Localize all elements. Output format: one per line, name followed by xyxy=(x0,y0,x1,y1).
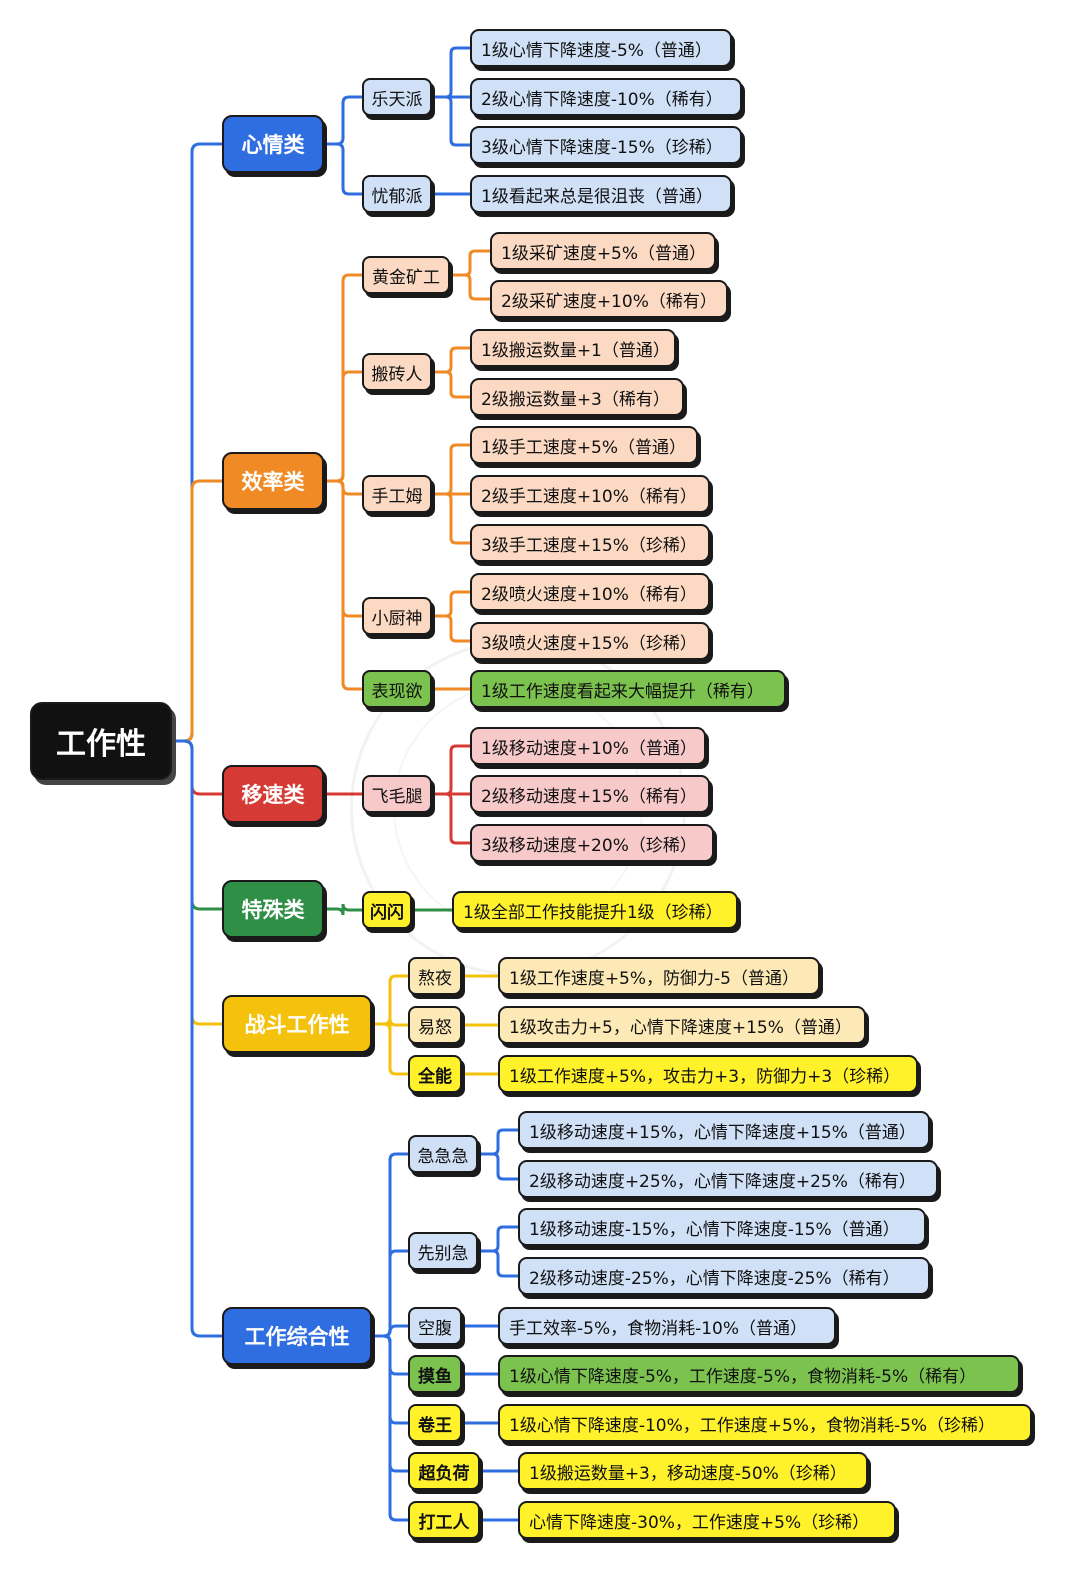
trait-brick-carrier: 搬砖人 xyxy=(362,353,432,391)
trait-overload: 超负荷 xyxy=(408,1452,480,1490)
trait-optimist: 乐天派 xyxy=(362,78,432,116)
connector-line xyxy=(430,492,472,545)
trait-level-item: 1级心情下降速度-5%（普通） xyxy=(470,29,732,67)
trait-level-item: 1级攻击力+5，心情下降速度+15%（普通） xyxy=(498,1006,866,1044)
connector-line xyxy=(322,142,364,196)
connector-line xyxy=(322,479,364,691)
trait-level-item: 1级工作速度+5%，攻击力+3，防御力+3（珍稀） xyxy=(498,1055,918,1093)
trait-little-chef: 小厨神 xyxy=(362,597,432,635)
trait-level-item: 心情下降速度-30%，工作速度+5%（珍稀） xyxy=(518,1501,896,1539)
trait-night-owl: 熬夜 xyxy=(408,957,462,995)
connector-line xyxy=(370,1022,410,1076)
connector-line xyxy=(476,1249,520,1278)
connector-line xyxy=(448,249,492,277)
connector-line xyxy=(322,370,364,483)
trait-level-item: 1级手工速度+5%（普通） xyxy=(470,426,698,464)
trait-level-item: 3级心情下降速度-15%（珍稀） xyxy=(470,126,742,164)
trait-hurry: 急急急 xyxy=(408,1135,478,1173)
trait-worker: 打工人 xyxy=(408,1501,480,1539)
trait-all-round: 全能 xyxy=(408,1055,462,1093)
connector-line xyxy=(430,614,472,643)
connector-line xyxy=(430,443,472,496)
category-combat-work: 战斗工作性 xyxy=(222,995,372,1053)
trait-level-item: 3级移动速度+20%（珍稀） xyxy=(470,824,714,862)
connector-line xyxy=(170,739,224,796)
connector-line xyxy=(170,479,224,743)
trait-melancholic: 忧郁派 xyxy=(362,175,432,213)
category-move-speed: 移速类 xyxy=(222,765,324,823)
trait-show-off: 表现欲 xyxy=(362,670,432,708)
trait-level-item: 2级移动速度-25%，心情下降速度-25%（稀有） xyxy=(518,1257,930,1295)
trait-level-item: 1级移动速度+15%，心情下降速度+15%（普通） xyxy=(518,1111,930,1149)
trait-level-item: 1级心情下降速度-10%，工作速度+5%，食物消耗-5%（珍稀） xyxy=(498,1404,1032,1442)
trait-level-item: 1级搬运数量+1（普通） xyxy=(470,329,676,367)
trait-level-item: 1级看起来总是很沮丧（普通） xyxy=(470,175,732,213)
trait-level-item: 2级移动速度+15%（稀有） xyxy=(470,775,710,813)
connector-line xyxy=(430,46,472,99)
connector-line xyxy=(322,95,364,146)
connector-line xyxy=(448,273,492,301)
trait-irritable: 易怒 xyxy=(408,1006,462,1044)
trait-level-item: 1级移动速度+10%（普通） xyxy=(470,727,706,765)
trait-level-item: 2级采矿速度+10%（稀有） xyxy=(490,280,728,318)
trait-empty-stomach: 空腹 xyxy=(408,1307,462,1345)
trait-level-item: 1级工作速度看起来大幅提升（稀有） xyxy=(470,670,786,708)
trait-level-item: 1级搬运数量+3，移动速度-50%（珍稀） xyxy=(518,1452,868,1490)
trait-level-item: 2级心情下降速度-10%（稀有） xyxy=(470,78,742,116)
connector-line xyxy=(370,1334,410,1522)
connector-line xyxy=(476,1128,520,1156)
trait-level-item: 手工效率-5%，食物消耗-10%（普通） xyxy=(498,1307,836,1345)
trait-slacker: 摸鱼 xyxy=(408,1355,462,1393)
connector-line xyxy=(170,739,224,1338)
connector-line xyxy=(170,739,224,911)
trait-level-item: 2级喷火速度+10%（稀有） xyxy=(470,573,710,611)
connector-line xyxy=(476,1152,520,1181)
trait-level-item: 1级移动速度-15%，心情下降速度-15%（普通） xyxy=(518,1208,926,1246)
trait-sparkle: 闪闪 xyxy=(362,891,412,929)
category-work-general: 工作综合性 xyxy=(222,1307,372,1365)
trait-level-item: 2级移动速度+25%，心情下降速度+25%（稀有） xyxy=(518,1160,938,1198)
connector-line xyxy=(430,346,472,374)
trait-level-item: 3级手工速度+15%（珍稀） xyxy=(470,524,710,562)
trait-handiwork: 手工姆 xyxy=(362,475,432,513)
trait-level-item: 1级全部工作技能提升1级（珍稀） xyxy=(452,891,738,929)
connector-line xyxy=(430,590,472,618)
connector-line xyxy=(170,142,224,743)
trait-level-item: 2级搬运数量+3（稀有） xyxy=(470,378,684,416)
trait-level-item: 1级采矿速度+5%（普通） xyxy=(490,232,716,270)
trait-level-item: 1级工作速度+5%，防御力-5（普通） xyxy=(498,957,820,995)
trait-level-item: 3级喷火速度+15%（珍稀） xyxy=(470,622,710,660)
category-special: 特殊类 xyxy=(222,880,324,938)
connector-line xyxy=(430,370,472,399)
category-mood: 心情类 xyxy=(222,115,324,173)
trait-gold-miner: 黄金矿工 xyxy=(362,256,450,294)
connector-line xyxy=(370,1249,410,1338)
connector-line xyxy=(170,739,224,1026)
trait-swift-legs: 飞毛腿 xyxy=(362,775,432,813)
trait-workaholic: 卷王 xyxy=(408,1404,462,1442)
trait-no-rush: 先别急 xyxy=(408,1232,478,1270)
connector-line xyxy=(430,95,472,147)
root-node: 工作性 xyxy=(30,702,172,780)
trait-level-item: 2级手工速度+10%（稀有） xyxy=(470,475,710,513)
connector-line xyxy=(322,903,364,916)
connector-line xyxy=(476,1225,520,1253)
category-efficiency: 效率类 xyxy=(222,452,324,510)
connector-line xyxy=(370,974,410,1026)
trait-level-item: 1级心情下降速度-5%，工作速度-5%，食物消耗-5%（稀有） xyxy=(498,1355,1020,1393)
